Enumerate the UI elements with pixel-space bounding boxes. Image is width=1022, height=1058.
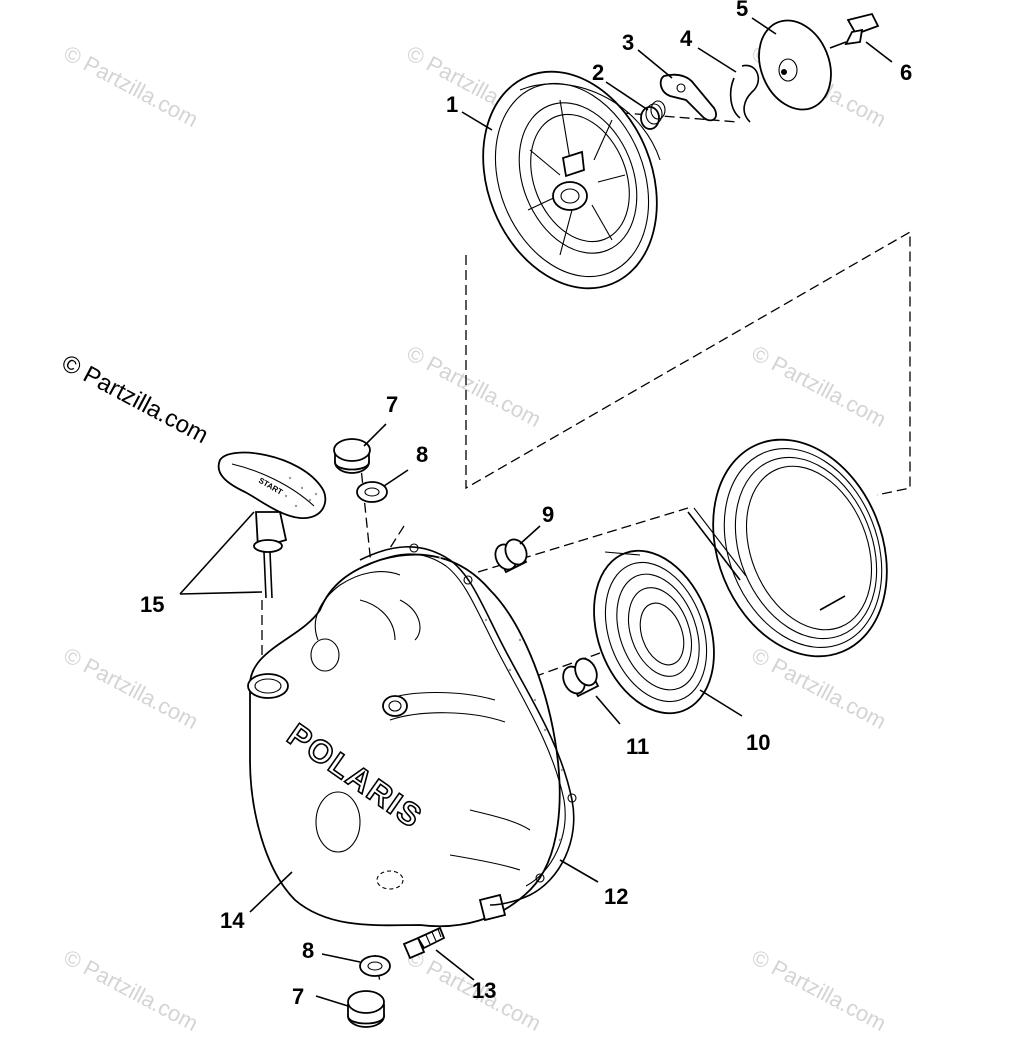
callouts: 1 2 3 4 5 6 7 8 9 10 11 12 13 14 15 8 7: [140, 0, 912, 1009]
circlip: [729, 64, 760, 123]
bushing-top: [494, 538, 528, 574]
watermark: © Partzilla.com: [403, 340, 546, 432]
washer-bottom: [359, 955, 391, 977]
washer-top: [356, 481, 388, 503]
recoil-spring: [593, 549, 715, 715]
pulley: [482, 70, 661, 290]
callout-12: 12: [604, 884, 628, 909]
callout-3: 3: [622, 30, 634, 55]
callout-11: 11: [626, 734, 649, 759]
callout-15: 15: [140, 592, 164, 617]
friction-plate: [758, 19, 832, 111]
watermark: © Partzilla.com: [748, 340, 891, 432]
small-spring: [640, 100, 666, 130]
cap-top: [333, 438, 371, 474]
start-handle: START: [217, 451, 327, 599]
callout-8-top: 8: [416, 442, 428, 467]
starter-housing: POLARIS: [247, 553, 561, 928]
watermark: © Partzilla.com: [60, 944, 203, 1036]
cap-bottom: [347, 990, 385, 1028]
handle-speckle: [284, 476, 318, 508]
callout-13: 13: [472, 978, 496, 1003]
callout-10: 10: [746, 730, 770, 755]
callout-7-bottom: 7: [292, 984, 304, 1009]
callout-8-bottom: 8: [302, 938, 314, 963]
callout-5: 5: [736, 0, 748, 21]
callout-1: 1: [446, 92, 458, 117]
bushing-bottom: [562, 657, 600, 698]
callout-7-top: 7: [386, 392, 398, 417]
callout-14: 14: [220, 908, 245, 933]
watermark: © Partzilla.com: [60, 40, 203, 132]
pawl: [659, 73, 717, 122]
screw: [402, 926, 446, 960]
watermark: © Partzilla.com: [60, 642, 203, 734]
bolt: [829, 12, 880, 49]
callout-9: 9: [542, 502, 554, 527]
callout-2: 2: [592, 60, 604, 85]
copyright-text: © Partzilla.com: [57, 349, 212, 449]
callout-6: 6: [900, 60, 912, 85]
leader-lines: [179, 17, 893, 1007]
gasket: [359, 543, 577, 906]
callout-4: 4: [680, 26, 693, 51]
starter-rope: [687, 438, 888, 658]
watermark: © Partzilla.com: [748, 944, 891, 1036]
